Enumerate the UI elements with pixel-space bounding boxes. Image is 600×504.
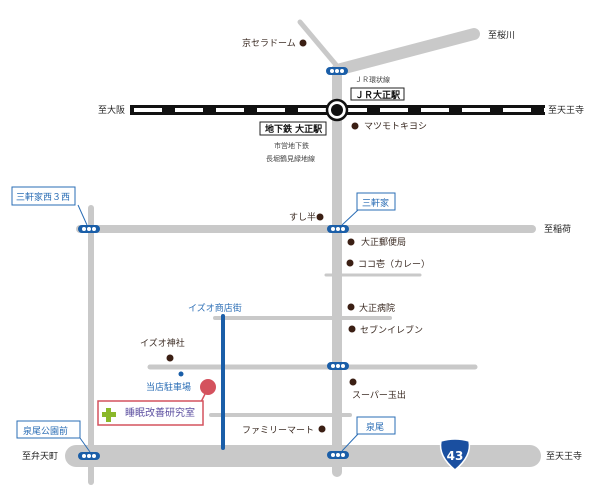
poi-seven: セブンイレブン: [360, 324, 423, 336]
bus-stop-icon[interactable]: [78, 452, 100, 460]
bus-stop-icon[interactable]: [327, 451, 349, 459]
poi-familymart: ファミリーマート: [242, 426, 314, 436]
poi-markers: [166, 39, 359, 433]
direction-tennoji-bottom: 至天王寺: [546, 451, 582, 462]
direction-inari: 至稲荷: [544, 223, 571, 235]
poi-parking: 当店駐車場: [146, 381, 191, 393]
route-43-shield-icon: 43: [439, 438, 471, 471]
poi-matsumoto: マツモトキヨシ: [364, 122, 427, 132]
parking-marker: [178, 371, 184, 377]
route-number: 43: [447, 449, 464, 463]
bus-stop-izuo-park: 泉尾公園前: [23, 425, 68, 437]
bus-stop-izuo: 泉尾: [366, 421, 384, 433]
poi-supermarket: スーパー玉出: [352, 389, 406, 401]
direction-osaka: 至大阪: [98, 104, 125, 116]
subway-station-box: [259, 121, 327, 136]
direction-bentencho: 至弁天町: [22, 450, 58, 462]
poi-hospital: 大正病院: [359, 302, 395, 314]
plus-icon: [102, 408, 116, 422]
jr-line-label: ＪＲ環状線: [355, 75, 390, 84]
road-kyocera: [297, 19, 340, 69]
poi-coco: ココ壱（カレー）: [358, 258, 430, 270]
jr-station-label: ＪＲ大正駅: [355, 89, 401, 101]
direction-tennoji-top: 至天王寺: [548, 105, 584, 116]
railway: [130, 98, 545, 122]
jr-station-box: [350, 87, 405, 101]
road-sakuragawa: [331, 28, 480, 76]
bus-callouts: [11, 186, 396, 453]
poi-kyocera: 京セラドーム: [242, 37, 296, 49]
location-pin-icon: [200, 379, 216, 395]
subway-line-label-1: 市営地下鉄: [274, 141, 309, 150]
direction-sakuragawa: 至桜川: [488, 29, 515, 41]
bus-stop-icon[interactable]: [78, 225, 100, 233]
poi-sushi: すし半: [289, 211, 316, 223]
clinic-name: 睡眠改善研究室: [125, 406, 195, 419]
bus-stops: [78, 67, 349, 460]
bus-stop-sangenya-nishi: 三軒家西３西: [16, 191, 70, 203]
bus-stop-sangenya: 三軒家: [362, 197, 389, 209]
subway-station-label: 地下鉄 大正駅: [265, 123, 323, 135]
bus-stop-icon[interactable]: [327, 225, 349, 233]
poi-shrine: イズオ神社: [140, 337, 185, 349]
shopping-street-label: イズオ商店街: [188, 302, 242, 314]
poi-post: 大正郵便局: [361, 236, 406, 248]
bus-stop-icon[interactable]: [326, 67, 348, 75]
subway-line-label-2: 長堀鶴見緑地線: [266, 154, 315, 163]
bus-stop-icon[interactable]: [327, 362, 349, 370]
